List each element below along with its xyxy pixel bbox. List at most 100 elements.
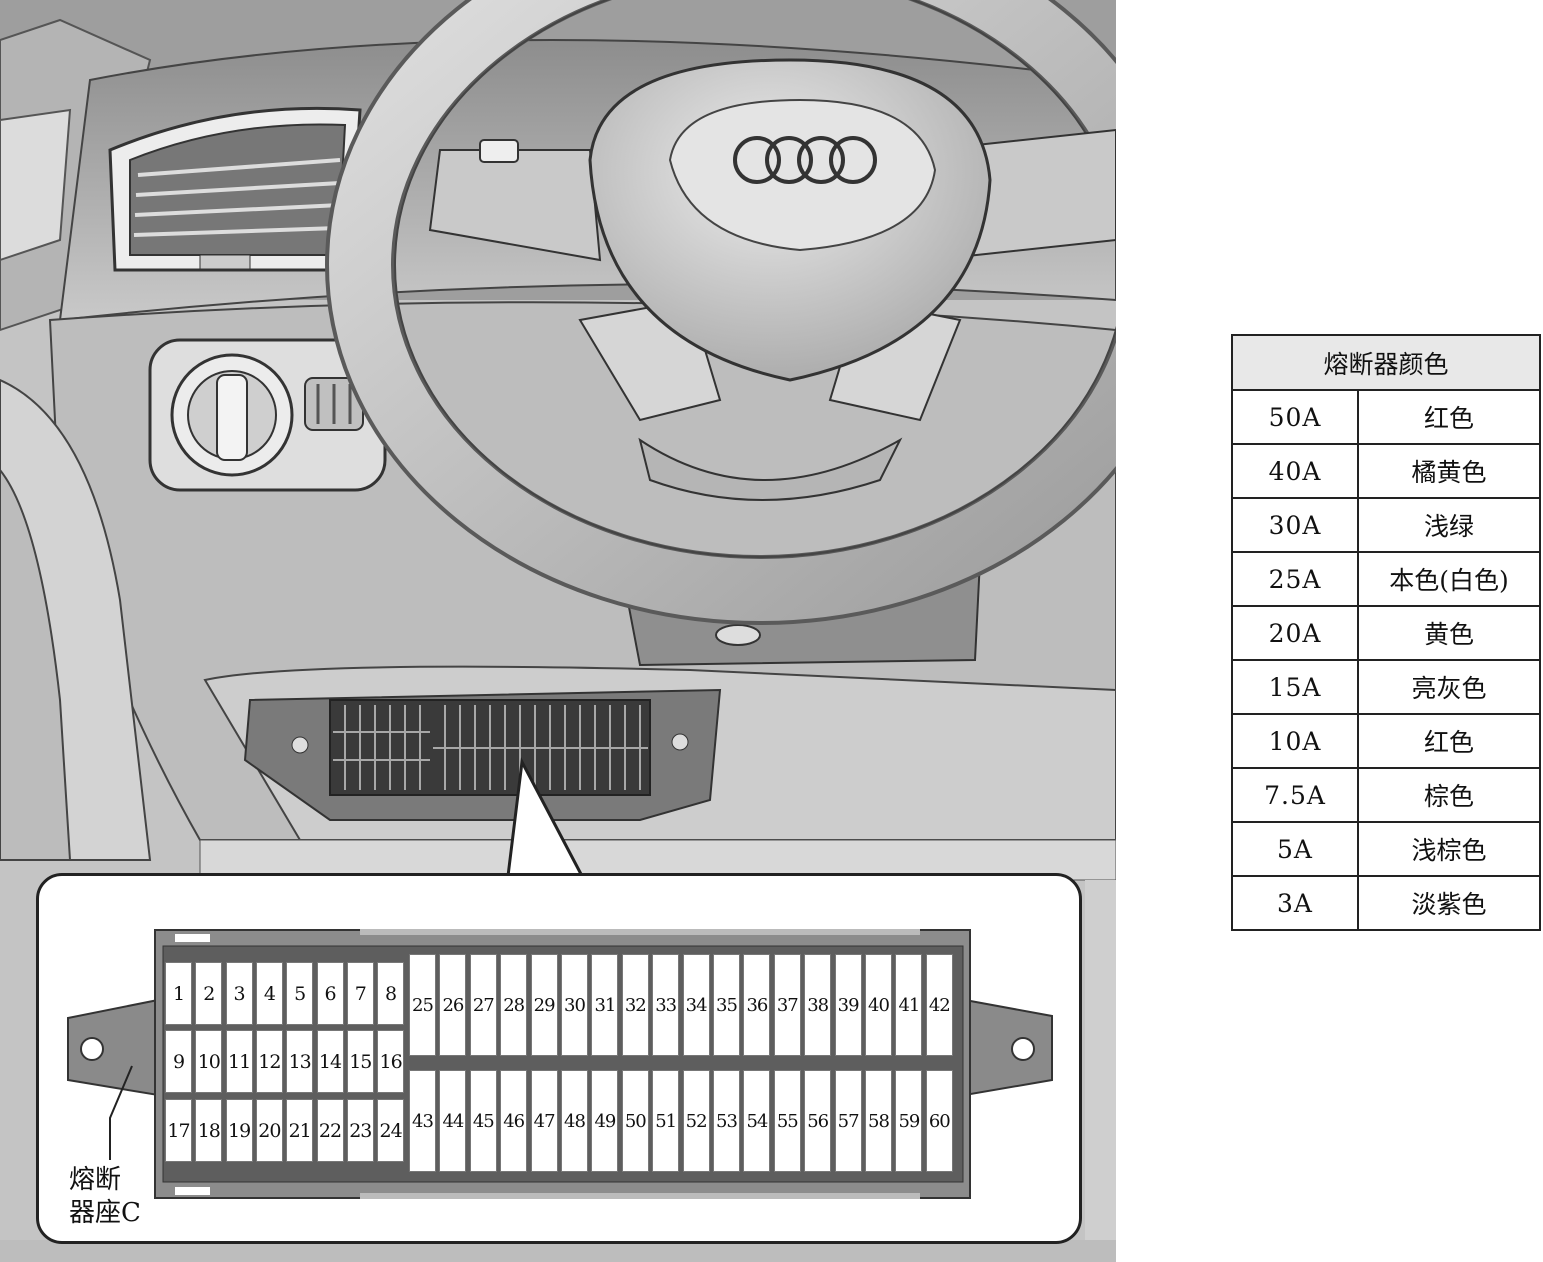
fuse-slot-19: 19 xyxy=(225,1099,253,1162)
fuse-slot-18: 18 xyxy=(195,1099,223,1162)
fuse-slot-28: 28 xyxy=(500,954,528,1056)
fuse-slot-59: 59 xyxy=(895,1070,923,1172)
color-cell: 亮灰色 xyxy=(1357,659,1541,715)
table-title: 熔断器颜色 xyxy=(1231,334,1541,391)
fuse-slot-3: 3 xyxy=(225,962,253,1025)
color-cell: 浅绿 xyxy=(1357,497,1541,553)
mounting-hole-left xyxy=(80,1037,104,1061)
fuse-slot-44: 44 xyxy=(439,1070,467,1172)
four-rings-logo xyxy=(733,136,877,184)
fuse-slot-2: 2 xyxy=(195,962,223,1025)
fuse-slot-27: 27 xyxy=(469,954,497,1056)
air-vent xyxy=(108,106,362,272)
amperage-cell: 5A xyxy=(1231,821,1359,877)
amperage-cell: 20A xyxy=(1231,605,1359,661)
fuse-holder-label: 熔断 器座C xyxy=(69,1164,169,1230)
amperage-cell: 30A xyxy=(1231,497,1359,553)
fuse-slot-32: 32 xyxy=(621,954,649,1056)
fuse-slot-30: 30 xyxy=(561,954,588,1056)
fuse-slot-54: 54 xyxy=(743,1070,771,1172)
fuse-slot-26: 26 xyxy=(439,954,467,1056)
fuse-slot-1: 1 xyxy=(165,962,192,1025)
fuse-slot-21: 21 xyxy=(286,1099,314,1162)
fuse-slot-38: 38 xyxy=(804,954,832,1056)
fuse-slot-31: 31 xyxy=(591,954,619,1056)
amperage-cell: 15A xyxy=(1231,659,1359,715)
color-cell: 橘黄色 xyxy=(1357,443,1541,499)
amperage-cell: 25A xyxy=(1231,551,1359,607)
steering-wheel xyxy=(325,0,1116,625)
fuse-slot-22: 22 xyxy=(316,1099,344,1162)
dashboard-illustration xyxy=(0,0,1116,1262)
amperage-cell: 7.5A xyxy=(1231,767,1359,823)
fuse-slot-41: 41 xyxy=(895,954,923,1056)
fuse-slot-53: 53 xyxy=(713,1070,740,1172)
fuse-slot-16: 16 xyxy=(377,1030,405,1093)
amperage-cell: 40A xyxy=(1231,443,1359,499)
fuse-slot-46: 46 xyxy=(500,1070,528,1172)
amperage-cell: 50A xyxy=(1231,389,1359,445)
fuse-slot-8: 8 xyxy=(377,962,405,1025)
fuse-slot-48: 48 xyxy=(561,1070,588,1172)
fuse-slot-36: 36 xyxy=(743,954,771,1056)
color-cell: 红色 xyxy=(1357,389,1541,445)
color-cell: 本色(白色) xyxy=(1357,551,1541,607)
color-cell: 红色 xyxy=(1357,713,1541,769)
amperage-cell: 10A xyxy=(1231,713,1359,769)
fuse-slot-43: 43 xyxy=(409,1070,436,1172)
color-cell: 浅棕色 xyxy=(1357,821,1541,877)
fuse-slot-20: 20 xyxy=(255,1099,283,1162)
fuse-slot-37: 37 xyxy=(773,954,801,1056)
fuse-slot-40: 40 xyxy=(865,954,892,1056)
color-cell: 黄色 xyxy=(1357,605,1541,661)
fuse-slot-23: 23 xyxy=(346,1099,374,1162)
fuse-slot-49: 49 xyxy=(591,1070,619,1172)
fuse-slot-6: 6 xyxy=(316,962,344,1025)
fuse-slot-15: 15 xyxy=(346,1030,374,1093)
fuse-holder-label-line1: 熔断 xyxy=(69,1165,122,1195)
color-cell: 淡紫色 xyxy=(1357,875,1541,931)
fuse-slot-33: 33 xyxy=(652,954,680,1056)
fuse-slot-11: 11 xyxy=(225,1030,253,1093)
mounting-hole-right xyxy=(1011,1037,1035,1061)
fuse-slot-5: 5 xyxy=(286,962,314,1025)
fuse-slot-24: 24 xyxy=(377,1099,405,1162)
fuse-slot-10: 10 xyxy=(195,1030,223,1093)
fuse-slot-29: 29 xyxy=(530,954,558,1056)
fuse-slot-12: 12 xyxy=(255,1030,283,1093)
fuse-slot-13: 13 xyxy=(286,1030,314,1093)
fuse-slot-34: 34 xyxy=(682,954,710,1056)
fuse-slot-14: 14 xyxy=(316,1030,344,1093)
fuse-slot-55: 55 xyxy=(773,1070,801,1172)
fuse-slot-39: 39 xyxy=(834,954,862,1056)
fuse-slot-7: 7 xyxy=(346,962,374,1025)
fuse-slot-60: 60 xyxy=(925,1070,953,1172)
fuse-slot-17: 17 xyxy=(165,1099,192,1162)
fuse-slot-42: 42 xyxy=(925,954,953,1056)
fuse-slot-45: 45 xyxy=(469,1070,497,1172)
fuse-slot-35: 35 xyxy=(713,954,740,1056)
fuse-slot-47: 47 xyxy=(530,1070,558,1172)
fuse-slot-4: 4 xyxy=(255,962,283,1025)
amperage-cell: 3A xyxy=(1231,875,1359,931)
fuse-slot-51: 51 xyxy=(652,1070,680,1172)
fuse-slot-52: 52 xyxy=(682,1070,710,1172)
fuse-slot-57: 57 xyxy=(834,1070,862,1172)
fuse-slot-56: 56 xyxy=(804,1070,832,1172)
color-cell: 棕色 xyxy=(1357,767,1541,823)
fuse-slot-50: 50 xyxy=(621,1070,649,1172)
fuse-opening xyxy=(243,688,722,821)
fuse-holder-label-line2: 器座C xyxy=(69,1198,141,1228)
fuse-slot-58: 58 xyxy=(865,1070,892,1172)
